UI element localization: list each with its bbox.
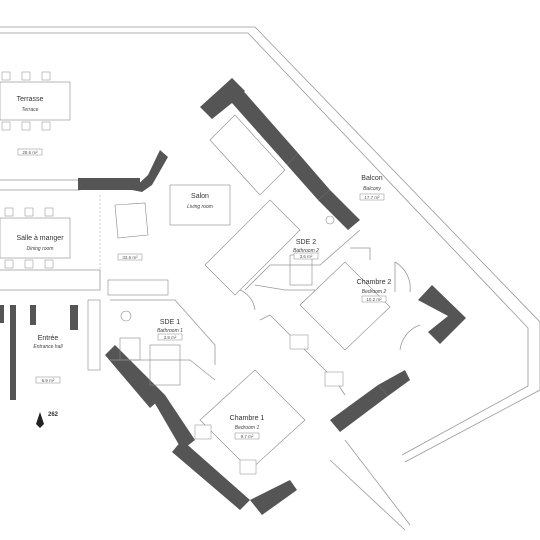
room-area: 33.6 m² bbox=[122, 255, 138, 260]
north-label: 262 bbox=[48, 412, 59, 418]
room-terrasse: Terrasse Terrace 28.6 m² bbox=[17, 96, 44, 156]
room-area: 6.9 m² bbox=[42, 378, 55, 383]
room-area: 17.7 m² bbox=[364, 195, 380, 200]
room-name: Terrasse bbox=[17, 96, 44, 103]
room-name: Salon bbox=[191, 193, 209, 200]
room-sub: Bathroom 2 bbox=[293, 248, 319, 254]
room-name: Salle à manger bbox=[16, 235, 64, 242]
room-chambre1: Chambre 1 Bedroom 1 9.7 m² bbox=[230, 415, 265, 440]
room-name: Chambre 1 bbox=[230, 415, 265, 422]
bedroom-furniture bbox=[194, 261, 391, 475]
room-name: Chambre 2 bbox=[357, 279, 392, 286]
room-sub: Terrace bbox=[22, 107, 39, 113]
room-sde1: SDE 1 Bathroom 1 3.8 m² bbox=[157, 319, 183, 341]
room-area: 28.6 m² bbox=[22, 150, 38, 155]
room-name: Balcon bbox=[361, 175, 383, 182]
room-area: 3.8 m² bbox=[164, 335, 177, 340]
salon-furniture bbox=[107, 114, 301, 296]
room-salon: Salon Living room 33.6 m² bbox=[117, 193, 213, 261]
room-name: SDE 1 bbox=[160, 319, 180, 326]
room-balcon: Balcon Balcony 17.7 m² bbox=[359, 175, 385, 201]
room-sub: Bedroom 1 bbox=[235, 425, 260, 431]
room-sde2: SDE 2 Bathroom 2 3.6 m² bbox=[293, 239, 319, 260]
room-sub: Living room bbox=[187, 204, 213, 210]
room-salle-a-manger: Salle à manger Dining room bbox=[16, 235, 64, 252]
walls bbox=[0, 78, 466, 515]
north-arrow-icon bbox=[36, 412, 44, 428]
room-area: 10.2 m² bbox=[366, 297, 382, 302]
room-area: 9.7 m² bbox=[241, 434, 254, 439]
room-name: SDE 2 bbox=[296, 239, 316, 246]
room-sub: Bedroom 2 bbox=[362, 289, 387, 295]
room-chambre2: Chambre 2 Bedroom 2 10.2 m² bbox=[357, 279, 392, 303]
outline bbox=[0, 26, 540, 531]
room-sub: Entrance hall bbox=[33, 344, 63, 350]
room-sub: Balcony bbox=[363, 186, 381, 192]
partitions bbox=[110, 229, 421, 396]
bathroom-fixtures bbox=[87, 215, 335, 386]
room-sub: Bathroom 1 bbox=[157, 328, 183, 334]
terrace-table bbox=[0, 71, 71, 131]
dining-table bbox=[0, 207, 71, 269]
room-sub: Dining room bbox=[27, 246, 54, 252]
room-entree: Entrée Entrance hall 6.9 m² bbox=[33, 335, 63, 384]
room-name: Entrée bbox=[38, 335, 59, 342]
room-area: 3.6 m² bbox=[300, 254, 313, 259]
